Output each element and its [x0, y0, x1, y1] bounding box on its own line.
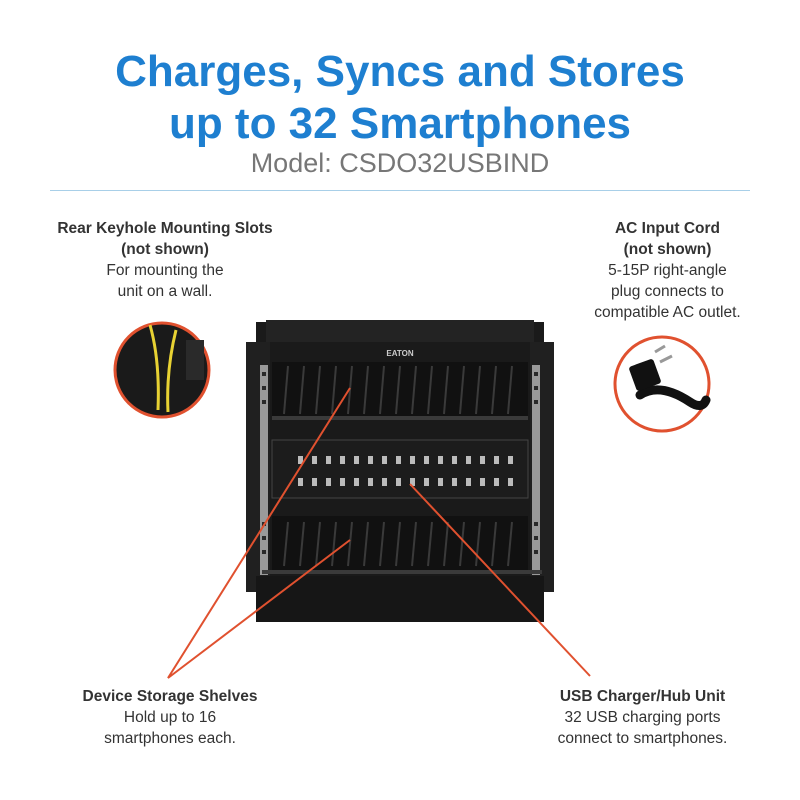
- rack-top-rail: [266, 320, 534, 342]
- callout-text: smartphones each.: [104, 730, 236, 747]
- callout-text: 5-15P right-angle: [608, 262, 727, 279]
- callout-usb-hub: USB Charger/Hub Unit 32 USB charging por…: [520, 686, 765, 749]
- charging-rack: EATON: [246, 320, 554, 622]
- divider: [50, 190, 750, 191]
- top-shelf-dividers: [283, 365, 513, 415]
- left-mounting-rail: [260, 365, 268, 575]
- headline-line-2: up to 32 Smartphones: [168, 99, 632, 148]
- usb-hub-leader-line: [409, 483, 591, 677]
- headline-line-1: Charges, Syncs and Stores: [115, 47, 685, 96]
- usb-ports-row-2: [298, 478, 513, 486]
- leader-lines: [167, 387, 591, 679]
- rack-base: [256, 576, 544, 622]
- callout-heading: Rear Keyhole Mounting Slots: [57, 220, 273, 237]
- callout-heading: AC Input Cord: [614, 220, 721, 237]
- bottom-shelf-dividers: [283, 521, 513, 567]
- callout-text: 32 USB charging ports: [564, 709, 721, 726]
- keyhole-slot-detail: [113, 321, 211, 419]
- callout-storage-shelves: Device Storage Shelves Hold up to 16 sma…: [50, 686, 290, 749]
- callout-ac-cord: AC Input Cord (not shown) 5-15P right-an…: [565, 218, 770, 323]
- callout-text: Hold up to 16: [123, 709, 217, 726]
- usb-ports-row-1: [298, 456, 513, 464]
- brand-logo: EATON: [386, 349, 413, 358]
- model-number: Model: CSDO32USBIND: [250, 148, 550, 178]
- callout-text: connect to smartphones.: [557, 730, 728, 747]
- usb-hub-unit: [271, 439, 529, 499]
- right-mounting-rail: [532, 365, 540, 575]
- callout-heading: Device Storage Shelves: [82, 688, 258, 705]
- callout-subheading: (not shown): [121, 241, 209, 258]
- callout-text: plug connects to: [611, 283, 724, 300]
- callout-rear-mounting: Rear Keyhole Mounting Slots (not shown) …: [40, 218, 290, 302]
- callout-text: unit on a wall.: [117, 283, 213, 300]
- callout-text: compatible AC outlet.: [594, 304, 741, 321]
- callout-heading: USB Charger/Hub Unit: [559, 688, 726, 705]
- ac-plug-detail: [613, 335, 711, 433]
- shelves-leader-line: [167, 387, 351, 679]
- callout-text: For mounting the: [106, 262, 224, 279]
- callout-subheading: (not shown): [623, 241, 712, 258]
